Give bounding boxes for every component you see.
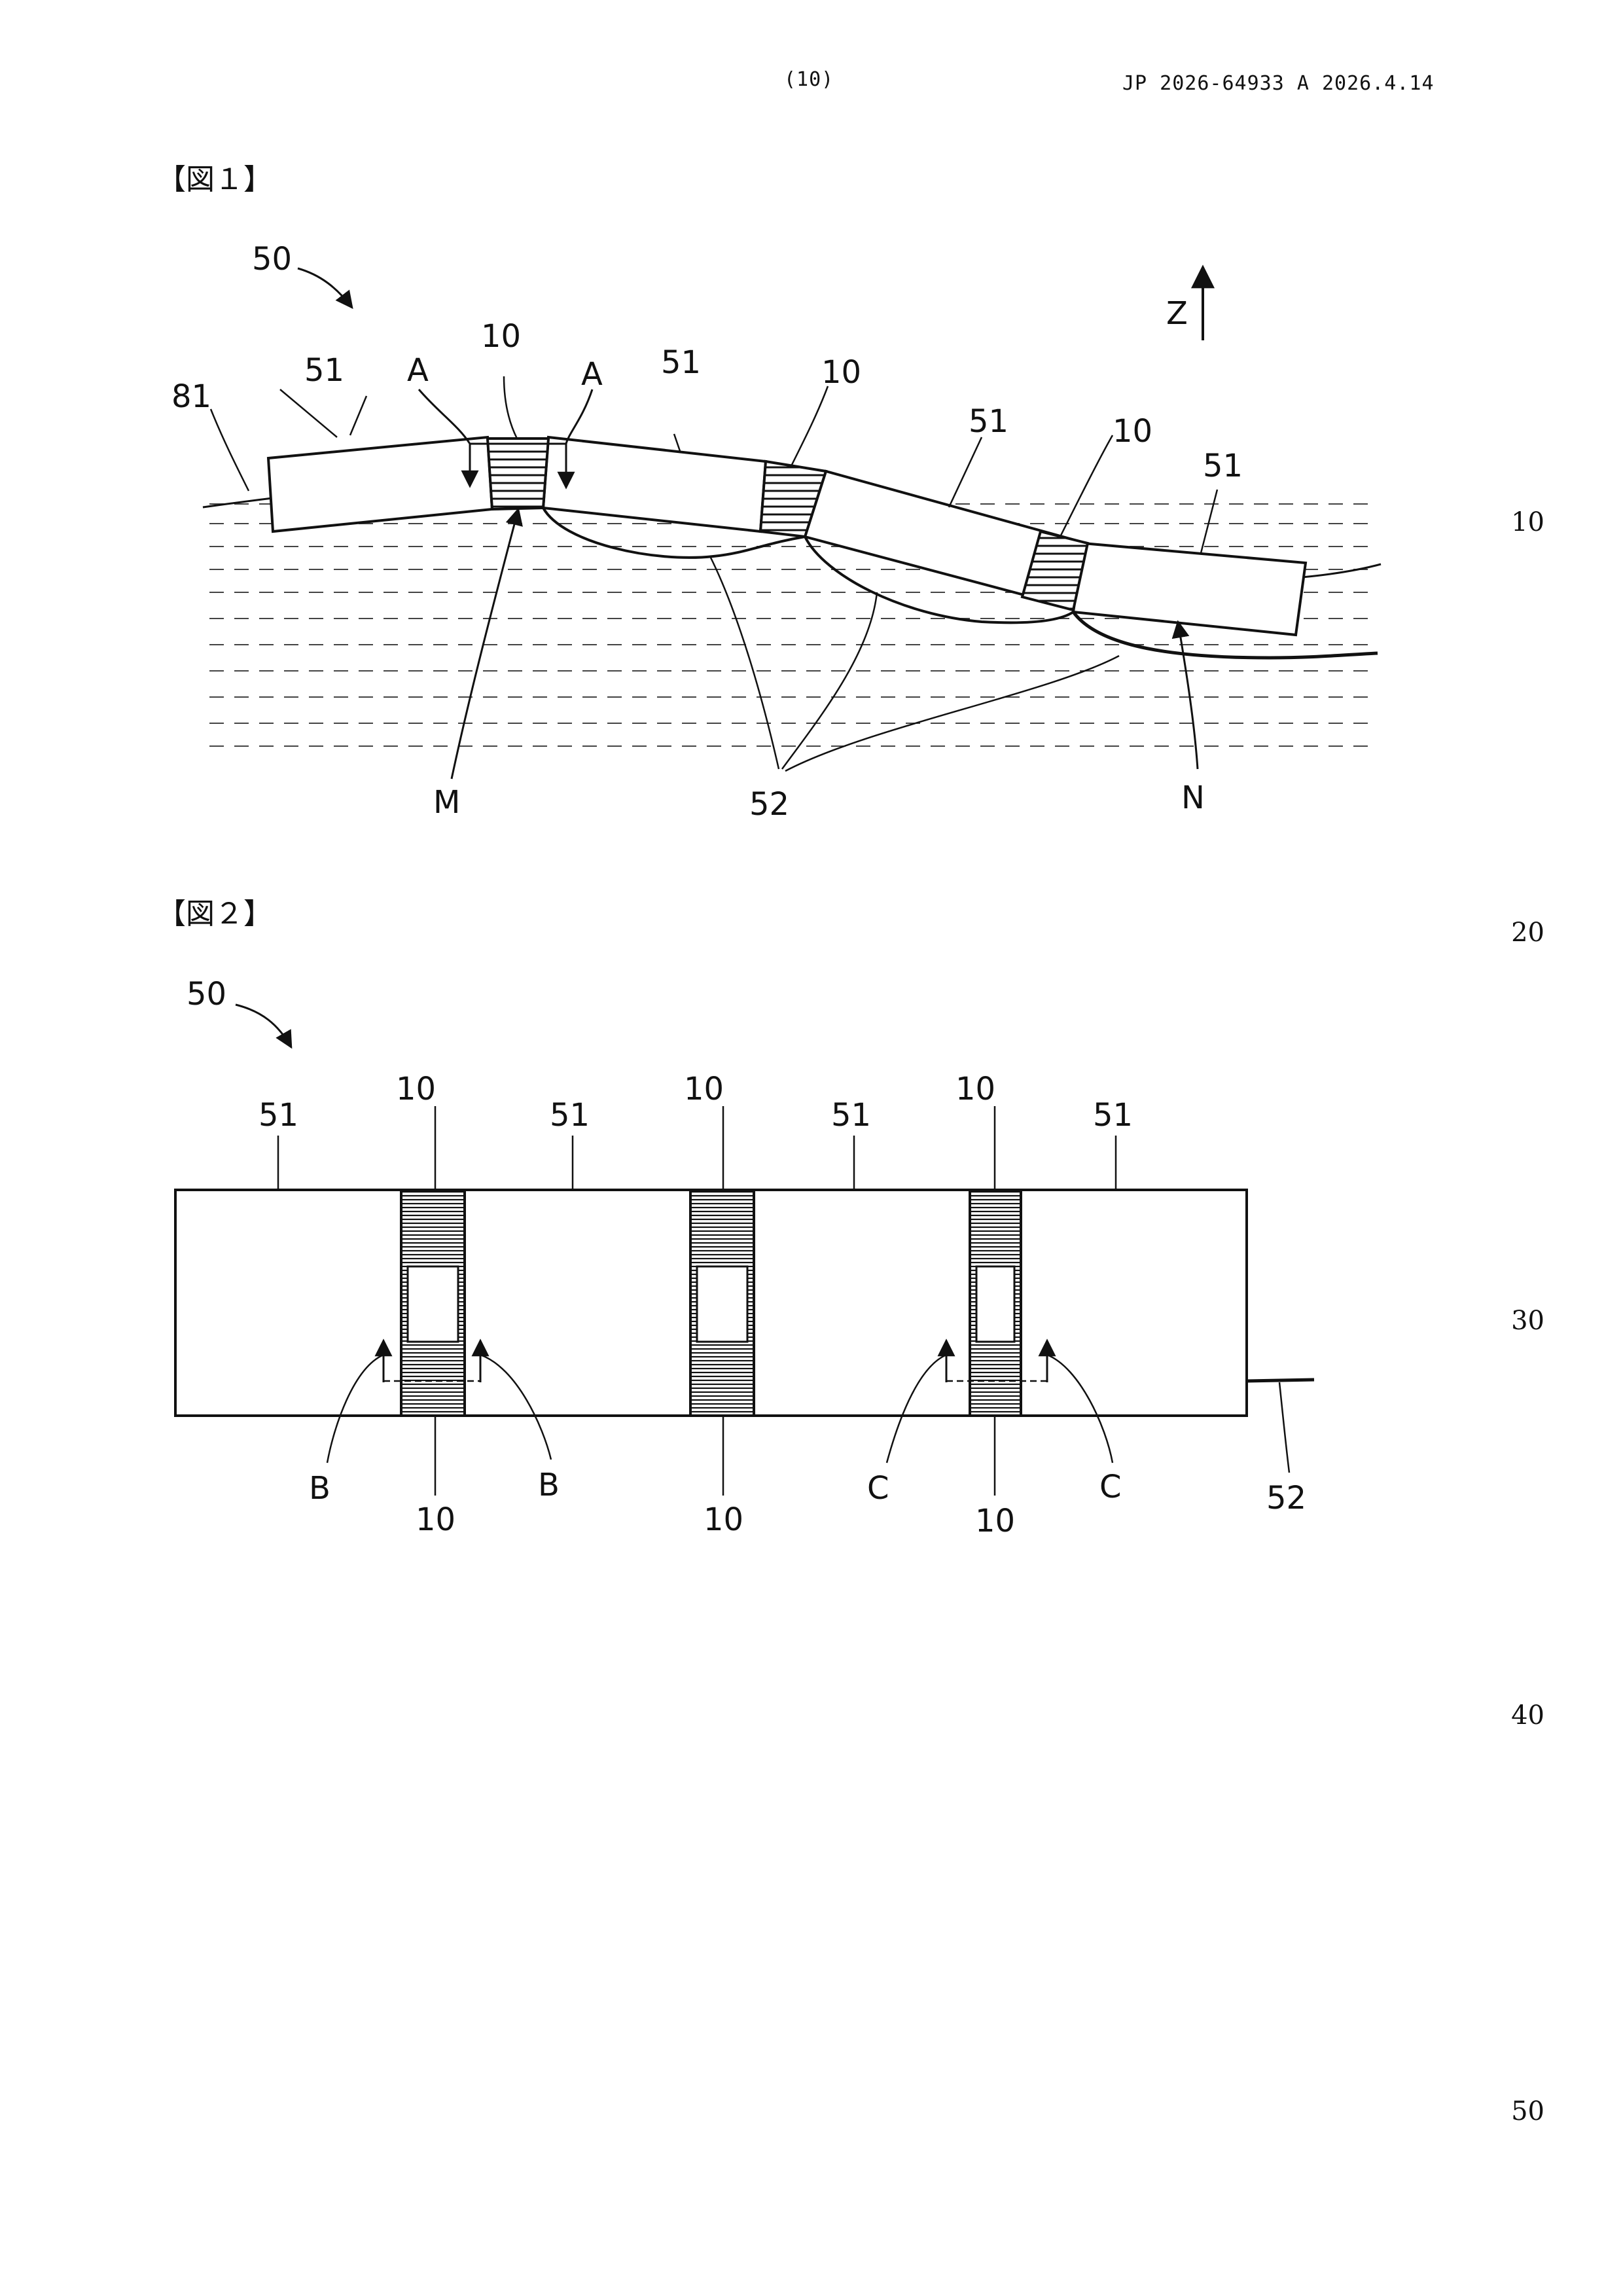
label-plan-segment-1: 51 — [259, 1097, 298, 1134]
label-segment-3: 51 — [969, 403, 1008, 440]
label-plan-segment-3: 51 — [831, 1097, 871, 1134]
plan-segment-3 — [754, 1190, 970, 1416]
arrow-n — [1178, 622, 1198, 769]
label-point-n: N — [1181, 780, 1205, 816]
label-z-axis: Z — [1166, 295, 1188, 332]
label-section-c-left: C — [867, 1470, 889, 1507]
plan-segment-4 — [1021, 1190, 1247, 1416]
label-plan-segment-4: 51 — [1093, 1097, 1133, 1134]
label-segment-2: 51 — [661, 344, 701, 381]
plan-segment-1 — [175, 1190, 401, 1416]
plan-cable — [1247, 1380, 1314, 1381]
label-segment-4: 51 — [1203, 448, 1243, 484]
label-cable-fig1: 52 — [749, 786, 789, 823]
label-plan-cable: 52 — [1266, 1480, 1306, 1516]
assembly-arrow-fig2 — [236, 1005, 291, 1047]
label-plan-connector-bottom-3: 10 — [975, 1503, 1015, 1539]
label-connector-2: 10 — [821, 354, 861, 391]
label-connector-1: 10 — [481, 318, 521, 355]
float-segment-4 — [1073, 543, 1306, 635]
label-assembly-fig1: 50 — [252, 241, 292, 278]
coil-connector-1 — [488, 439, 548, 509]
label-plan-connector-top-3: 10 — [955, 1071, 995, 1107]
float-segment-2 — [543, 437, 766, 531]
label-section-c-right: C — [1099, 1469, 1122, 1505]
label-section-a-right: A — [581, 356, 603, 393]
label-plan-connector-top-2: 10 — [684, 1071, 724, 1107]
label-section-a-left: A — [407, 352, 429, 389]
label-assembly-fig2: 50 — [187, 976, 226, 1013]
label-segment-1: 51 — [304, 352, 344, 389]
label-section-b-right: B — [538, 1467, 560, 1503]
label-connector-3: 10 — [1113, 413, 1152, 450]
plan-segment-2 — [465, 1190, 690, 1416]
figure1-drawing: 50 51 A 10 A 51 10 51 10 51 81 Z M 52 N — [171, 241, 1381, 823]
float-segment-1 — [268, 437, 492, 531]
label-plan-connector-top-1: 10 — [396, 1071, 436, 1107]
figure2-drawing: 50 51 51 51 51 10 10 10 10 10 10 B B C C… — [175, 976, 1314, 1539]
label-water: 81 — [171, 378, 211, 415]
plan-connector-2 — [690, 1190, 754, 1416]
label-plan-connector-bottom-2: 10 — [704, 1501, 743, 1538]
label-section-b-left: B — [309, 1470, 330, 1507]
label-point-m: M — [433, 784, 460, 821]
label-plan-connector-bottom-1: 10 — [416, 1501, 455, 1538]
assembly-arrow-fig1 — [298, 268, 352, 308]
label-plan-segment-2: 51 — [550, 1097, 590, 1134]
